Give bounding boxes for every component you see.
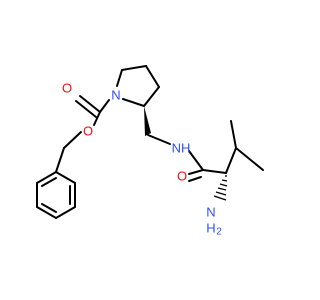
atom-label-amide-oxygen: O: [177, 169, 187, 184]
bond: [202, 169, 227, 174]
hashed-wedge-bond: [213, 175, 228, 201]
atom-label-carbonyl-oxygen: O: [62, 81, 72, 96]
atom-label-ester-oxygen: O: [83, 124, 93, 139]
bond: [235, 147, 264, 171]
bond: [145, 65, 160, 88]
bond: [116, 69, 123, 87]
amine-hydrogen-count: 2: [216, 227, 222, 238]
aromatic-double-bond: [41, 177, 57, 187]
atom-label-ring-nitrogen: N: [111, 88, 120, 103]
double-bond: [188, 169, 204, 175]
bond: [143, 86, 160, 107]
bond: [36, 206, 57, 219]
bond: [63, 131, 82, 149]
oxygen-label: O: [177, 169, 187, 184]
nh-label: NH: [172, 141, 191, 156]
bond: [55, 147, 65, 173]
amine-hydrogen-label: H: [206, 221, 215, 236]
oxygen-label: O: [62, 81, 72, 96]
bond: [121, 65, 147, 71]
bond: [230, 120, 237, 149]
double-bond: [79, 95, 101, 113]
wedge-bond: [144, 106, 151, 136]
oxygen-label: O: [83, 124, 93, 139]
bond: [93, 111, 101, 126]
bond: [99, 99, 110, 113]
nitrogen-label: N: [111, 88, 120, 103]
bond: [122, 98, 145, 107]
chemical-structure-diagram: O O N NH O N H 2: [36, 65, 264, 238]
atom-label-amide-nitrogen: NH: [172, 141, 191, 156]
bond: [55, 206, 76, 219]
bond: [55, 171, 76, 184]
bond: [147, 134, 171, 145]
bond: [188, 150, 204, 171]
bond: [225, 147, 237, 174]
benzene-ring: [36, 171, 76, 219]
amine-nitrogen-label: N: [206, 205, 215, 220]
atom-label-amine: N H 2: [206, 205, 222, 238]
bond: [36, 171, 57, 184]
double-bond: [75, 100, 97, 118]
double-bond: [188, 176, 202, 182]
aromatic-double-bond: [41, 203, 57, 213]
pyrrolidine-ring: [116, 65, 160, 107]
